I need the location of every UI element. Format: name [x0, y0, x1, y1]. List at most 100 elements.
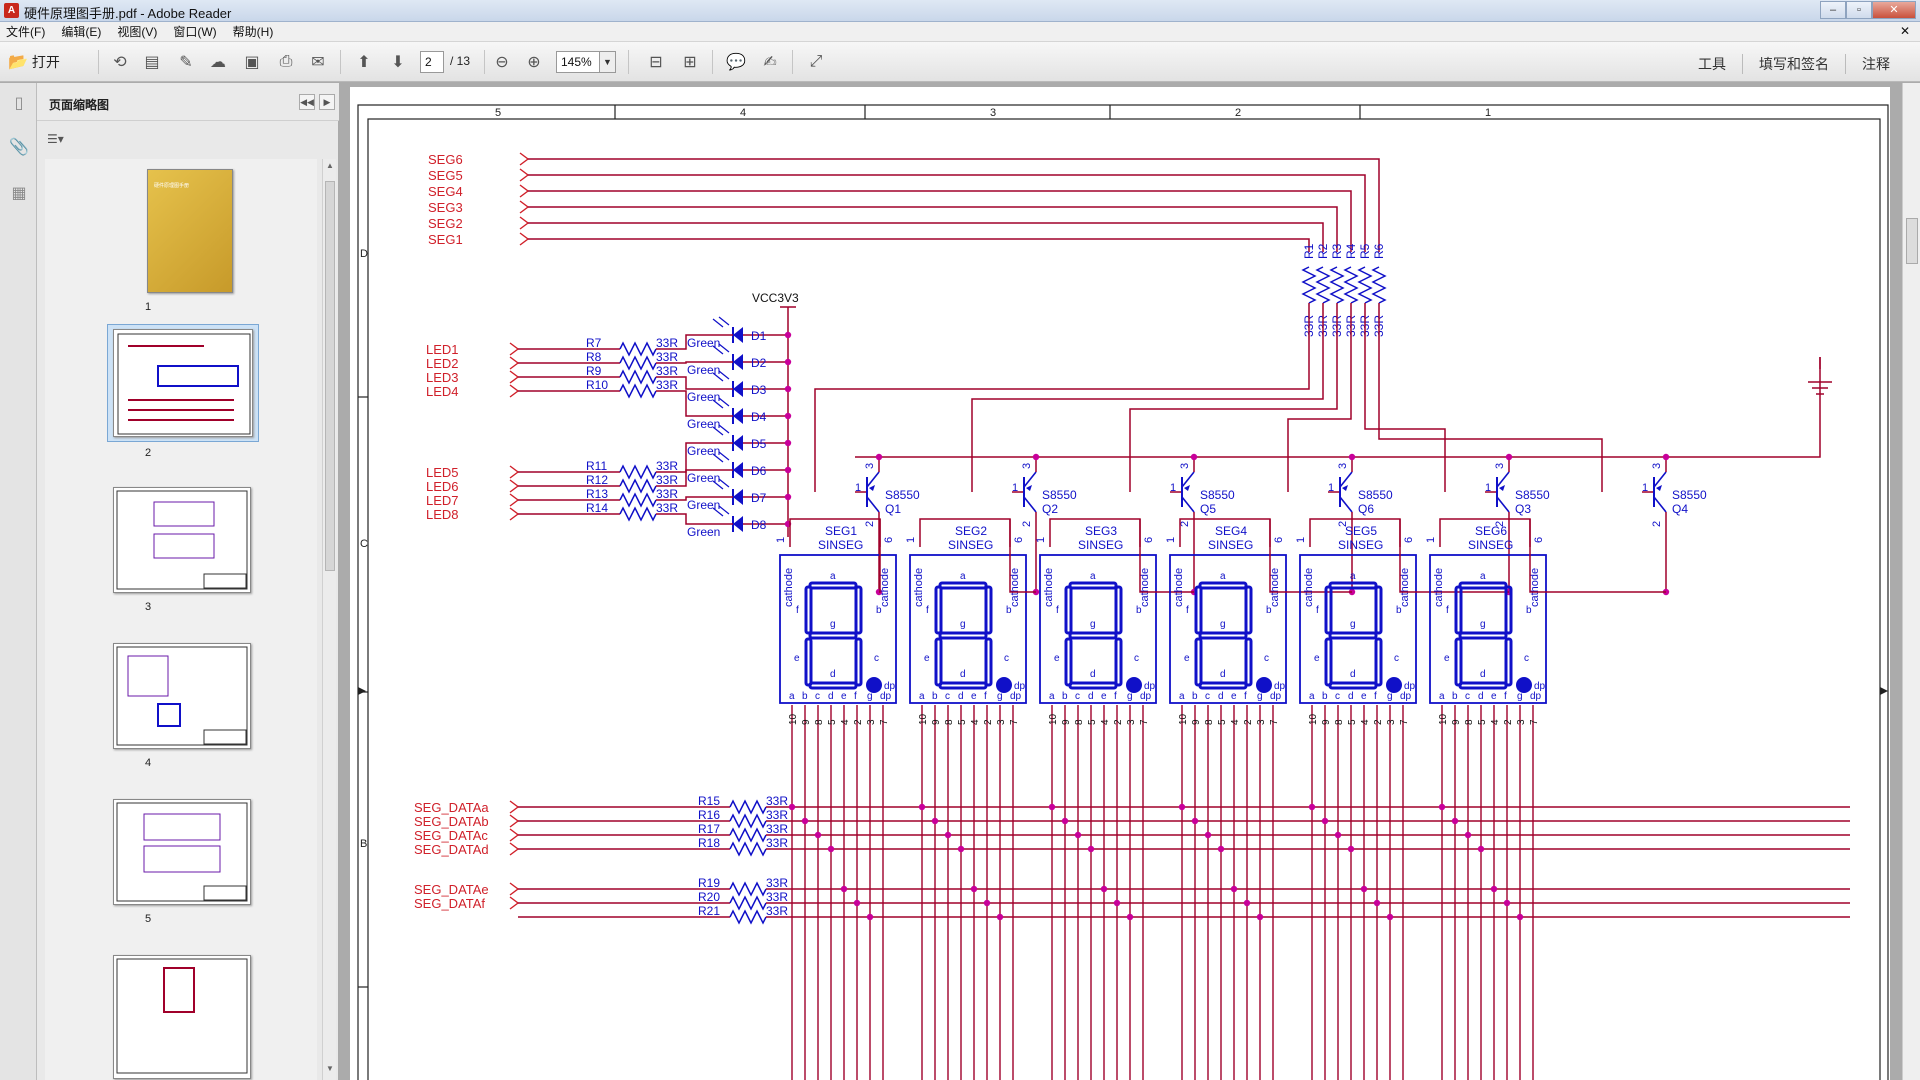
- display-pin-number: 7: [1269, 719, 1280, 725]
- junction-dot: [1374, 900, 1380, 906]
- print-icon[interactable]: ⎙: [274, 50, 298, 74]
- document-scrollbar[interactable]: [1902, 83, 1920, 1080]
- junction-dot: [1049, 804, 1055, 810]
- junction-dot: [1257, 914, 1263, 920]
- zoom-input[interactable]: 145%: [556, 51, 600, 73]
- cathode-label: cathode: [1433, 568, 1445, 607]
- previous-page-icon[interactable]: ⬆: [352, 50, 376, 74]
- highlight-icon[interactable]: ✍: [758, 50, 782, 74]
- maximize-button[interactable]: ▫: [1846, 1, 1872, 19]
- seg-resistor-label: R5: [1358, 243, 1372, 259]
- cover-title: 硬件原理图手册: [154, 182, 189, 189]
- row-label: C: [360, 538, 368, 550]
- junction-dot: [789, 804, 795, 810]
- led-resistor-value: 33R: [656, 364, 678, 378]
- column-label: 5: [495, 107, 501, 119]
- save-icon[interactable]: ▣: [240, 50, 264, 74]
- display-pin-number: 7: [1399, 719, 1410, 725]
- junction-dot: [1504, 900, 1510, 906]
- display-pin-label: g: [1387, 691, 1393, 702]
- segment-letter: c: [1394, 653, 1399, 664]
- open-button[interactable]: 📂 打开: [8, 50, 60, 74]
- display-part-label: SINSEG: [1468, 538, 1513, 552]
- led-resistor-value: 33R: [656, 473, 678, 487]
- display-pin-label: f: [1114, 691, 1117, 702]
- menu-file[interactable]: 文件(F): [6, 23, 45, 40]
- close-doc-icon[interactable]: ✕: [1900, 24, 1910, 38]
- pin-number: 6: [883, 537, 895, 543]
- email-icon[interactable]: ✉: [306, 50, 330, 74]
- fit-width-icon[interactable]: ⊞: [678, 50, 702, 74]
- segment-letter: f: [796, 605, 799, 616]
- display-pin-number: 3: [1516, 719, 1527, 725]
- led-net-label: LED7: [426, 493, 459, 508]
- display-pin-number: 9: [1061, 719, 1072, 725]
- expand-icon[interactable]: ⤢: [804, 50, 828, 74]
- data-resistor-value: 33R: [766, 836, 788, 850]
- cloud-upload-icon[interactable]: ☁: [206, 50, 230, 74]
- attachment-icon[interactable]: 📎: [8, 137, 30, 159]
- layers-icon[interactable]: ▦: [8, 183, 30, 205]
- segment-letter: a: [1220, 571, 1226, 582]
- segment-letter: e: [1444, 653, 1450, 664]
- data-resistor-value: 33R: [766, 890, 788, 904]
- junction-dot: [971, 886, 977, 892]
- display-pin-label: a: [789, 691, 795, 702]
- segment-letter: c: [874, 653, 879, 664]
- junction-dot: [1218, 846, 1224, 852]
- tools-link[interactable]: 工具: [1682, 54, 1742, 74]
- display-pin-number: 2: [1373, 719, 1384, 725]
- page-number-input[interactable]: 2: [420, 51, 444, 73]
- junction-dot: [1114, 900, 1120, 906]
- zoom-in-icon[interactable]: ⊕: [522, 50, 546, 74]
- display-pin-label: dp: [1530, 691, 1542, 702]
- expand-panel-icon[interactable]: ▶: [319, 94, 335, 110]
- next-page-icon[interactable]: ⬇: [386, 50, 410, 74]
- display-pin-number: 3: [1256, 719, 1267, 725]
- thumbnail-scrollbar[interactable]: ▲ ▼: [322, 159, 336, 1080]
- segment-letter: d: [1220, 669, 1226, 680]
- pin-number: 3: [1179, 463, 1191, 469]
- segment-letter: b: [1526, 605, 1532, 616]
- options-menu-icon[interactable]: ☰▾: [47, 132, 64, 146]
- menu-edit[interactable]: 编辑(E): [61, 23, 101, 40]
- menu-help[interactable]: 帮助(H): [233, 23, 274, 40]
- display-pin-number: 3: [866, 719, 877, 725]
- junction-dot: [828, 846, 834, 852]
- comment-icon[interactable]: 💬: [724, 50, 748, 74]
- display-pin-number: 8: [1074, 719, 1085, 725]
- menu-view[interactable]: 视图(V): [117, 23, 157, 40]
- create-pdf-icon[interactable]: ⟲: [108, 50, 132, 74]
- junction-dot: [1349, 454, 1355, 460]
- junction-dot: [785, 332, 791, 338]
- fill-sign-link[interactable]: 填写和签名: [1742, 54, 1845, 74]
- diode-ref-label: D3: [751, 383, 767, 397]
- collapse-panel-icon[interactable]: ◀◀: [299, 94, 315, 110]
- edit-pdf-icon[interactable]: ✎: [174, 50, 198, 74]
- data-resistor-label: R16: [698, 808, 720, 822]
- junction-dot: [1361, 886, 1367, 892]
- page-thumbnails-icon[interactable]: ▯: [8, 93, 30, 115]
- display-pin-label: a: [1439, 691, 1445, 702]
- display-pin-label: f: [1374, 691, 1377, 702]
- comment-link[interactable]: 注释: [1845, 54, 1906, 74]
- minimize-button[interactable]: ‒: [1820, 1, 1846, 19]
- junction-dot: [876, 454, 882, 460]
- cathode-label: cathode: [1303, 568, 1315, 607]
- thumbnail-preview-2: [114, 330, 253, 437]
- display-ref-label: SEG3: [1085, 524, 1117, 538]
- menu-window[interactable]: 窗口(W): [173, 23, 216, 40]
- data-resistor-label: R19: [698, 876, 720, 890]
- close-button[interactable]: ✕: [1872, 1, 1916, 19]
- fit-page-icon[interactable]: ⊟: [644, 50, 668, 74]
- zoom-out-icon[interactable]: ⊖: [490, 50, 514, 74]
- led-resistor-label: R11: [586, 459, 607, 473]
- zoom-dropdown-icon[interactable]: ▼: [600, 51, 616, 73]
- pin-number: 1: [855, 482, 861, 494]
- display-pin-number: 5: [1217, 719, 1228, 725]
- display-pin-label: g: [997, 691, 1003, 702]
- display-pin-label: e: [1361, 691, 1367, 702]
- export-pdf-icon[interactable]: ▤: [140, 50, 164, 74]
- display-pin-number: 4: [1100, 719, 1111, 725]
- led-resistor-label: R12: [586, 473, 608, 487]
